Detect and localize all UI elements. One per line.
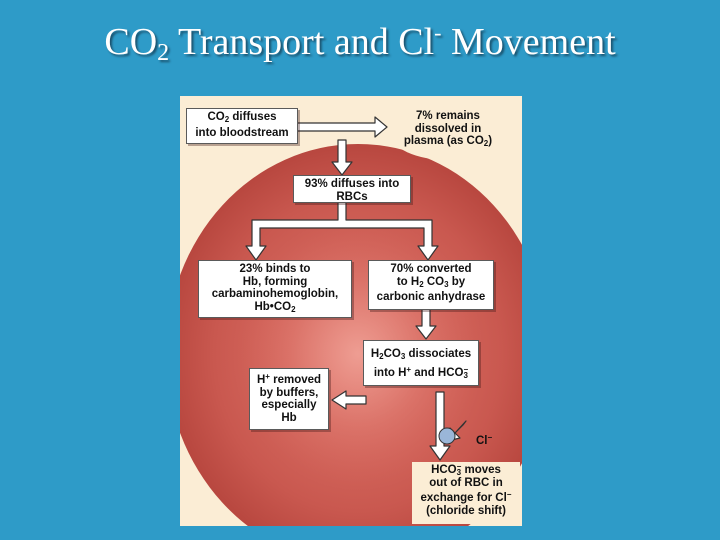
hco3-moves-label: HCO−3 moves out of RBC in exchange for C… xyxy=(412,462,520,524)
arrow-to-buffers xyxy=(331,390,367,410)
arrow-to-rbc xyxy=(331,139,353,176)
co2-diffuses-box: CO2 diffuses into bloodstream xyxy=(186,108,298,144)
remains-plasma-label: 7% remains dissolved in plasma (as CO2) xyxy=(390,106,506,160)
diffuses-rbc-box: 93% diffuses into RBCs xyxy=(293,175,411,203)
binds-hb-box: 23% binds to Hb, forming carbaminohemogl… xyxy=(198,260,352,318)
arrow-branch xyxy=(245,199,439,261)
dissociates-box: H2CO3 dissociates into H+ and HCO−3 xyxy=(363,340,479,386)
title-superscript: - xyxy=(434,20,442,45)
arrow-to-dissociate xyxy=(415,308,437,340)
title-movement: Movement xyxy=(441,21,616,63)
converted-box: 70% converted to H2 CO3 by carbonic anhy… xyxy=(368,260,494,310)
slide-title: CO2 Transport and Cl- Movement xyxy=(0,10,720,76)
title-co: CO xyxy=(104,21,158,63)
arrow-to-chloride-shift xyxy=(429,391,451,461)
exchange-channel xyxy=(438,427,456,445)
cl-label: Cl− xyxy=(476,433,493,447)
title-transport: Transport and Cl xyxy=(169,21,435,63)
h-removed-box: H+ removed by buffers, especially Hb xyxy=(249,368,329,430)
title-subscript: 2 xyxy=(157,40,170,66)
co2-transport-figure: CO2 diffuses into bloodstream 7% remains… xyxy=(180,96,522,526)
arrow-to-plasma xyxy=(296,116,388,138)
